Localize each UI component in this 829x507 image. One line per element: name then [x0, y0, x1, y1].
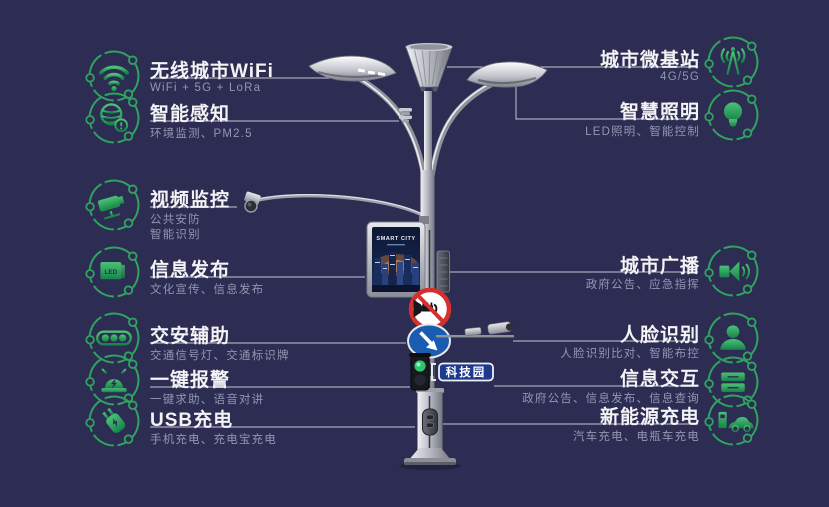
tech-park-sign: 科技园	[431, 362, 494, 382]
usb-charge-icon	[85, 392, 143, 450]
right-lamp-head	[466, 61, 548, 88]
surveillance-camera-arm	[436, 321, 514, 338]
svg-text:LED: LED	[104, 269, 117, 276]
antenna-icon	[704, 33, 762, 91]
tech-park-sign-label: 科技园	[446, 365, 487, 379]
cctv-camera-icon	[85, 176, 143, 234]
traffic-light	[409, 353, 434, 391]
info-display-screen: SMART CITY	[366, 216, 429, 298]
led-screen-icon: LED	[85, 243, 143, 301]
broadcast-speaker	[436, 250, 450, 293]
environment-sensor	[399, 108, 412, 123]
usb-charge-box	[422, 408, 438, 436]
cctv-arm	[244, 191, 425, 218]
cctv-camera	[244, 191, 261, 213]
alarm-icon	[85, 351, 143, 409]
antenna-housing	[405, 43, 453, 92]
lamp-arms	[358, 76, 496, 183]
face-icon	[704, 309, 762, 367]
connector-lines	[150, 66, 698, 428]
speaker-icon	[704, 242, 762, 300]
bulb-icon	[704, 86, 762, 144]
environment-sensor-icon	[85, 89, 143, 147]
interaction-icon	[704, 353, 762, 411]
traffic-light-icon	[85, 309, 143, 367]
left-lamp-head	[308, 55, 397, 82]
screen-title: SMART CITY	[376, 236, 415, 242]
ev-charge-icon	[704, 391, 762, 449]
wifi-icon	[85, 47, 143, 105]
